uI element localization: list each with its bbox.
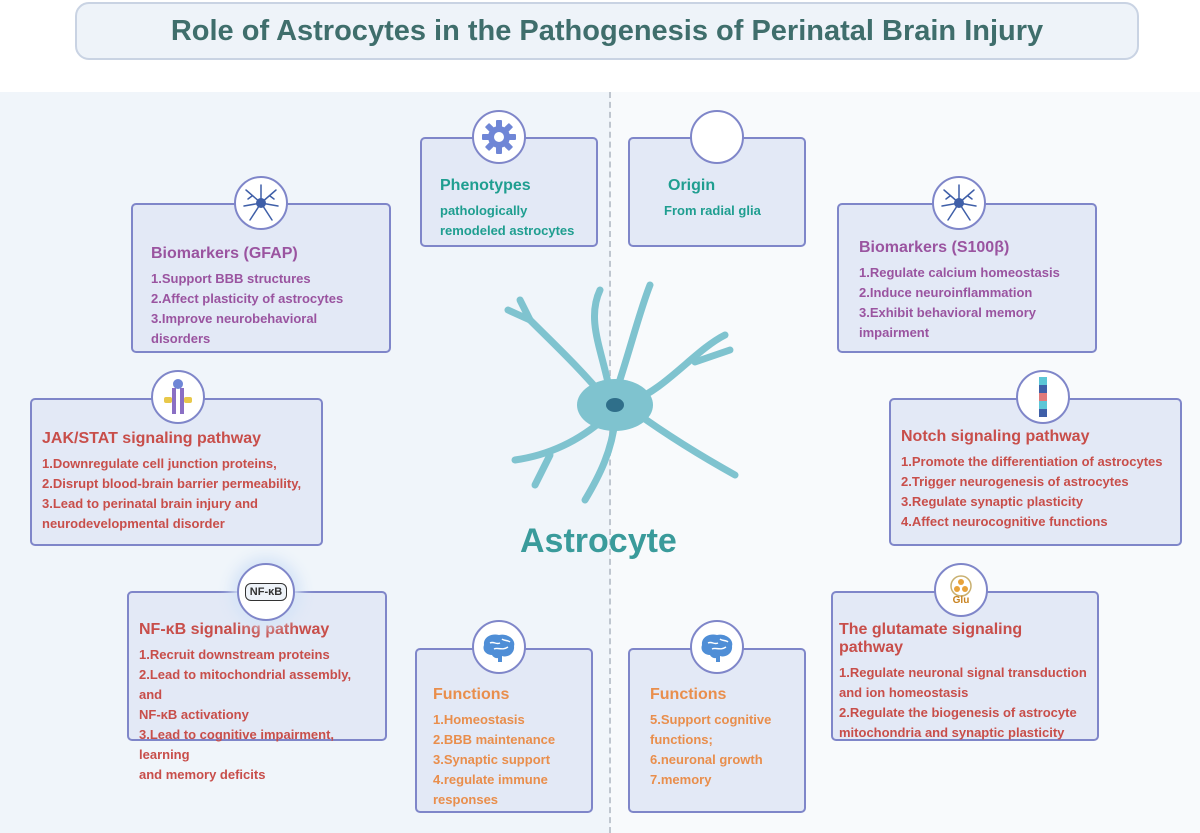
glutamate-item: 2.Regulate the biogenesis of astrocyte [839,705,1077,720]
biomarkers-gfap-item: 3.Improve neurobehavioral disorders [151,311,318,346]
functions-right-title: Functions [650,686,727,703]
glutamate-vesicle-icon: Glu [934,563,988,617]
functions-left-title: Functions [433,686,510,703]
functions-right-item: functions; [650,732,713,747]
brain-icon [472,620,526,674]
notch-item: 3.Regulate synaptic plasticity [901,494,1084,509]
nfkb-badge-label: NF-κB [244,583,288,601]
phenotypes-line: pathologically [440,203,528,218]
nfkb-item: and memory deficits [139,767,266,782]
functions-left-item: 4.regulate immune [433,772,548,787]
jak-stat-title: JAK/STAT signaling pathway [42,430,261,447]
jak-stat-item: neurodevelopmental disorder [42,516,225,531]
functions-left-item: 3.Synaptic support [433,752,551,767]
notch-receptor-icon [1016,370,1070,424]
nfkb-item: 2.Lead to mitochondrial assembly, and [139,667,352,702]
jak-stat-item: 1.Downregulate cell junction proteins, [42,456,277,471]
origin-title: Origin [668,177,716,194]
nfkb-title: NF-κB signaling pathway [139,621,330,638]
biomarkers-s100-title: Biomarkers (S100β) [859,239,1010,256]
center-divider [609,92,611,833]
glutamate-badge-label: Glu [952,594,970,606]
functions-right-item: 7.memory [650,772,712,787]
glutamate-item: and ion homeostasis [839,685,969,700]
nfkb-item: NF-κB activationy [139,707,249,722]
glutamate-item: mitochondria and synaptic plasticity [839,725,1065,740]
blank-circle-icon [690,110,744,164]
astrocyte-illustration [504,281,739,504]
functions-left-item: 1.Homeostasis [433,712,525,727]
phenotypes-title: Phenotypes [440,177,531,194]
biomarkers-gfap-card: Biomarkers (GFAP) 1.Support BBB structur… [131,203,391,353]
astrocyte-label: Astrocyte [520,522,677,560]
functions-left-card: Functions 1.Homeostasis 2.BBB maintenanc… [415,648,593,813]
jak-stat-item: 2.Disrupt blood-brain barrier permeabili… [42,476,302,491]
functions-right-item: 6.neuronal growth [650,752,763,767]
biomarkers-gfap-item: 1.Support BBB structures [151,271,311,286]
astrocyte-cell-icon [234,176,288,230]
origin-line: From radial glia [664,203,761,218]
biomarkers-s100-item: impairment [859,325,930,340]
phenotypes-line: remodeled astrocytes [440,223,575,238]
biomarkers-gfap-item: 2.Affect plasticity of astrocytes [151,291,344,306]
brain-icon [690,620,744,674]
nfkb-item: 1.Recruit downstream proteins [139,647,330,662]
notch-item: 2.Trigger neurogenesis of astrocytes [901,474,1129,489]
notch-title: Notch signaling pathway [901,428,1090,445]
receptor-icon [151,370,205,424]
gear-icon [472,110,526,164]
page-title: Role of Astrocytes in the Pathogenesis o… [170,14,1044,47]
glutamate-title: The glutamate signaling pathway [839,621,1023,656]
biomarkers-s100-item: 1.Regulate calcium homeostasis [859,265,1060,280]
glutamate-item: 1.Regulate neuronal signal transduction [839,665,1087,680]
biomarkers-s100-item: 3.Exhibit behavioral memory [859,305,1037,320]
notch-item: 4.Affect neurocognitive functions [901,514,1108,529]
functions-right-card: Functions 5.Support cognitive functions;… [628,648,806,813]
functions-right-item: 5.Support cognitive [650,712,772,727]
jak-stat-item: 3.Lead to perinatal brain injury and [42,496,258,511]
functions-left-item: 2.BBB maintenance [433,732,556,747]
notch-item: 1.Promote the differentiation of astrocy… [901,454,1163,469]
biomarkers-s100-item: 2.Induce neuroinflammation [859,285,1033,300]
astrocyte-cell-icon [932,176,986,230]
functions-left-item: responses [433,792,499,807]
title-banner: Role of Astrocytes in the Pathogenesis o… [75,2,1139,60]
nfkb-badge-icon: NF-κB [237,563,295,621]
biomarkers-gfap-title: Biomarkers (GFAP) [151,245,298,262]
nfkb-card: NF-κB signaling pathway 1.Recruit downst… [127,591,387,782]
nfkb-item: 3.Lead to cognitive impairment, learning [139,727,335,762]
